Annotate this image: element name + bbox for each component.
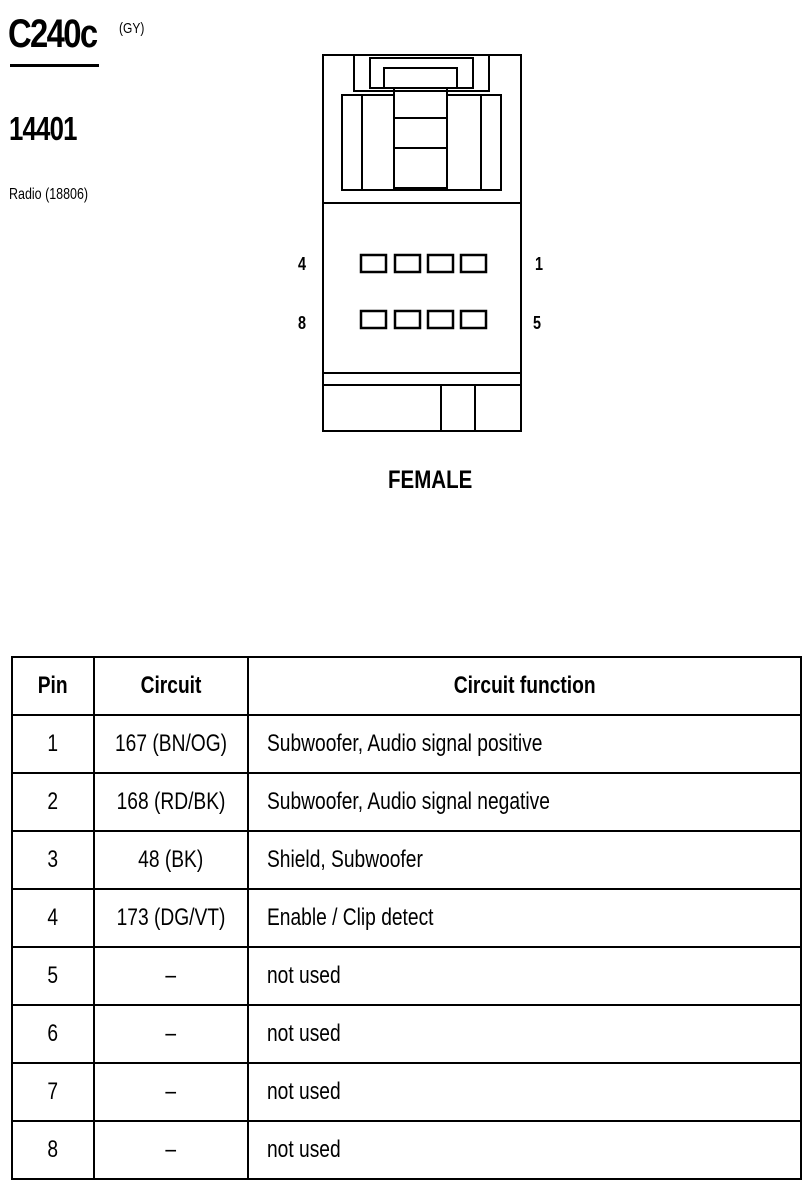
component-name: Radio (18806) (9, 186, 89, 203)
circuit-cell: – (93, 1004, 249, 1064)
pin-cavity (393, 253, 422, 274)
pin-cell: 5 (11, 946, 95, 1006)
function-cell: Enable / Clip detect (247, 888, 802, 948)
table-header-row: Pin Circuit Circuit function (11, 656, 802, 716)
pinout-table: Pin Circuit Circuit function 1 167 (BN/O… (11, 656, 802, 1180)
connector-latch (322, 54, 522, 204)
pin-label-8: 8 (298, 313, 307, 333)
circuit-cell: – (93, 946, 249, 1006)
circuit-cell: 168 (RD/BK) (93, 772, 249, 832)
table-row: 4 173 (DG/VT) Enable / Clip detect (11, 888, 802, 948)
table-row: 1 167 (BN/OG) Subwoofer, Audio signal po… (11, 714, 802, 774)
title-underline (10, 64, 99, 67)
table-row: 2 168 (RD/BK) Subwoofer, Audio signal ne… (11, 772, 802, 832)
column-header-pin: Pin (11, 656, 95, 716)
pin-cavity (459, 309, 488, 330)
table-row: 3 48 (BK) Shield, Subwoofer (11, 830, 802, 890)
connector-view-label: FEMALE (388, 466, 473, 494)
connector-id: C240c (8, 12, 98, 56)
circuit-cell: – (93, 1120, 249, 1180)
pin-label-1: 1 (535, 254, 544, 274)
pin-cell: 8 (11, 1120, 95, 1180)
table-row: 6 – not used (11, 1004, 802, 1064)
pin-cell: 3 (11, 830, 95, 890)
pin-cavity (359, 309, 388, 330)
pin-label-4: 4 (298, 254, 307, 274)
function-cell: not used (247, 1120, 802, 1180)
pin-cavity (393, 309, 422, 330)
column-header-circuit: Circuit (93, 656, 249, 716)
table-row: 5 – not used (11, 946, 802, 1006)
pin-cell: 7 (11, 1062, 95, 1122)
function-cell: Shield, Subwoofer (247, 830, 802, 890)
function-cell: Subwoofer, Audio signal positive (247, 714, 802, 774)
pin-cavity (426, 253, 455, 274)
circuit-cell: 167 (BN/OG) (93, 714, 249, 774)
table-row: 8 – not used (11, 1120, 802, 1180)
function-cell: not used (247, 946, 802, 1006)
connector-diagram (322, 54, 522, 432)
pin-cavity (426, 309, 455, 330)
circuit-cell: 48 (BK) (93, 830, 249, 890)
function-cell: not used (247, 1004, 802, 1064)
pin-cell: 4 (11, 888, 95, 948)
circuit-cell: 173 (DG/VT) (93, 888, 249, 948)
pin-cavity (459, 253, 488, 274)
connector-color-code: (GY) (119, 20, 145, 37)
connector-body (322, 202, 522, 432)
pin-cavity (359, 253, 388, 274)
circuit-cell: – (93, 1062, 249, 1122)
column-header-circuit-function: Circuit function (247, 656, 802, 716)
function-cell: Subwoofer, Audio signal negative (247, 772, 802, 832)
pin-cell: 6 (11, 1004, 95, 1064)
pin-cell: 2 (11, 772, 95, 832)
table-row: 7 – not used (11, 1062, 802, 1122)
function-cell: not used (247, 1062, 802, 1122)
part-number: 14401 (9, 110, 77, 147)
pin-cell: 1 (11, 714, 95, 774)
pin-label-5: 5 (533, 313, 542, 333)
